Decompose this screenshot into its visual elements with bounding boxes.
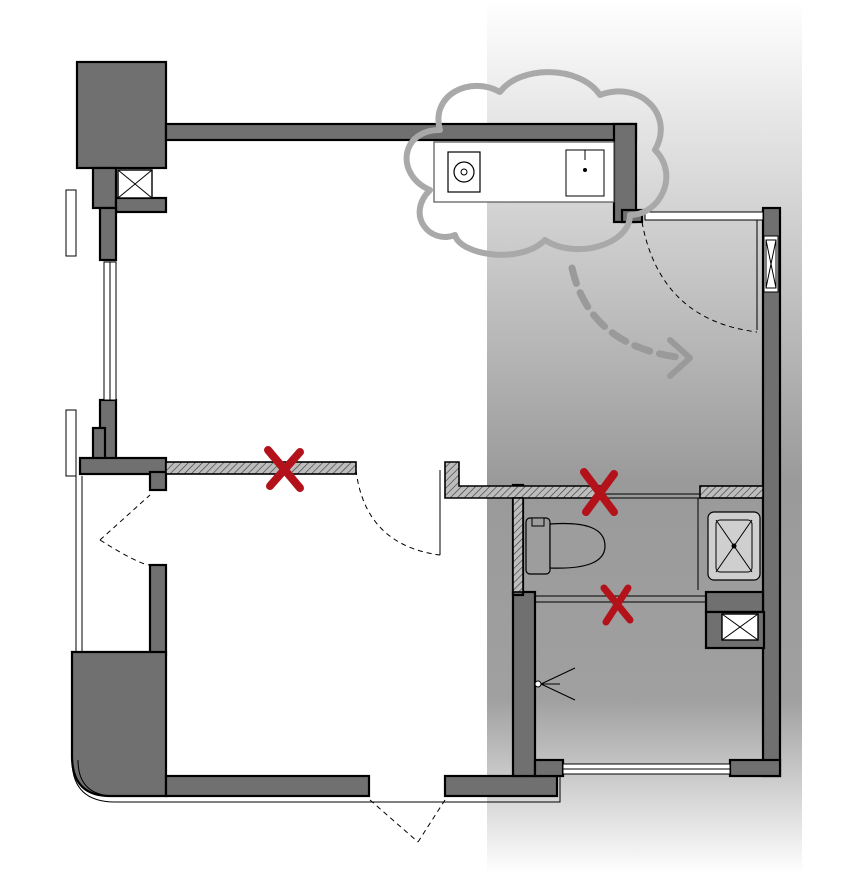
kitchen-counter: [433, 141, 615, 203]
partitions: [165, 461, 764, 593]
shower-head-icon: [534, 667, 576, 701]
shower-tray-icon: [707, 511, 761, 581]
remove-partition-bath-lower-mark: [600, 584, 634, 626]
exterior-walls: [70, 60, 782, 798]
ventilation-shaft-icon: [117, 169, 777, 641]
remove-partition-bath-upper-mark: [580, 468, 618, 516]
remove-partition-living-mark: [264, 446, 304, 492]
relocation-cloud: [403, 69, 670, 258]
doors: [99, 221, 758, 843]
toilet-icon: [525, 517, 606, 575]
stove-icon: [447, 151, 481, 193]
relocation-arrow-icon: [568, 264, 693, 379]
sink-icon: [565, 149, 605, 197]
